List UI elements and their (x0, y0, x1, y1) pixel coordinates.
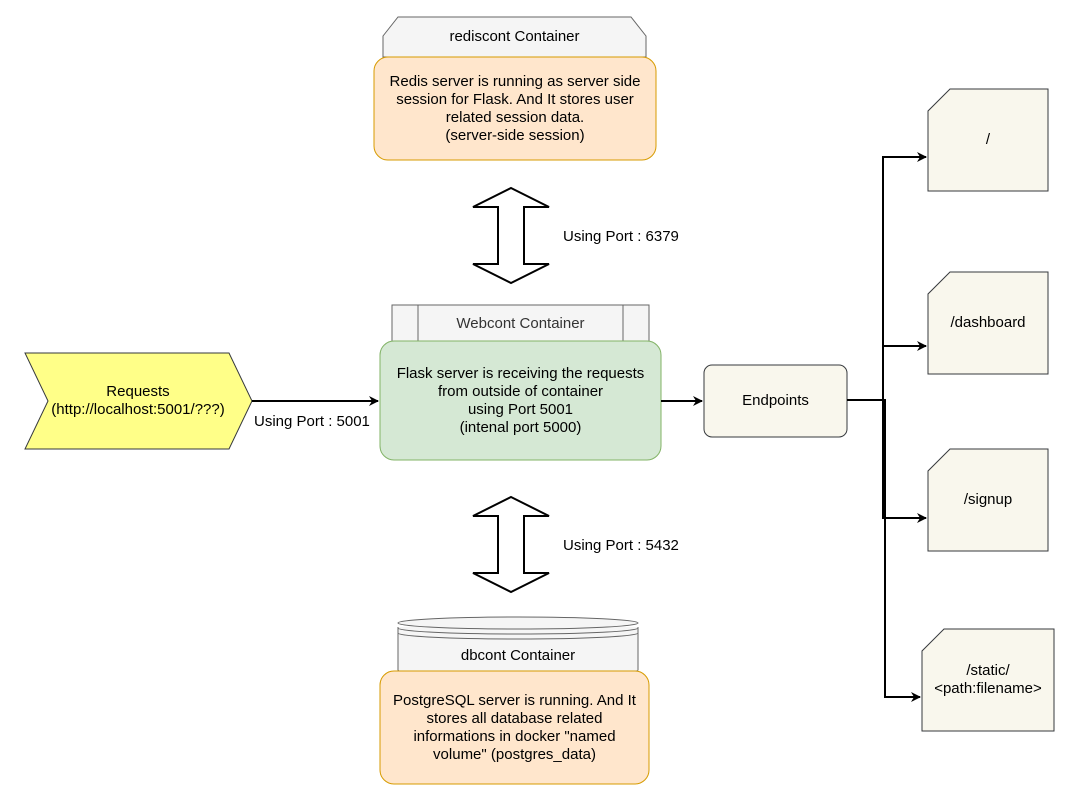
endpoint-static-label: /static/ <path:filename> (934, 662, 1042, 697)
postgres-port-label: Using Port : 5432 (563, 537, 679, 554)
endpoints-label: Endpoints (742, 392, 809, 409)
redis-header-shape (382, 16, 647, 58)
db-description: PostgreSQL server is running. And It sto… (393, 691, 636, 763)
db-header-label: dbcont Container (460, 647, 576, 664)
requests-label: Requests (http://localhost:5001/???) (51, 383, 225, 418)
endpoint-card-dashboard-shape (927, 271, 1049, 375)
requests-shape (24, 352, 253, 450)
endpoint-root-label: / (985, 131, 991, 148)
web-description: Flask server is receiving the requests f… (396, 364, 645, 436)
endpoint-card-root-shape (927, 88, 1049, 192)
db-body-shape (379, 670, 650, 785)
endpoint-connectors (847, 152, 927, 702)
redis-double-arrow (472, 186, 550, 285)
incoming-port-label: Using Port : 5001 (254, 413, 370, 430)
redis-header-label: rediscont Container (449, 28, 580, 45)
endpoint-card-signup-shape (927, 448, 1049, 552)
redis-description: Redis server is running as server side s… (389, 72, 641, 144)
web-header-label: Webcont Container (456, 315, 585, 332)
endpoint-dashboard-label: /dashboard (950, 314, 1026, 331)
endpoint-signup-label: /signup (963, 491, 1013, 508)
redis-body-shape (373, 56, 657, 161)
db-header-shape (397, 616, 639, 677)
endpoint-card-static-shape (921, 628, 1055, 732)
postgres-double-arrow (472, 495, 550, 594)
redis-port-label: Using Port : 6379 (563, 228, 679, 245)
